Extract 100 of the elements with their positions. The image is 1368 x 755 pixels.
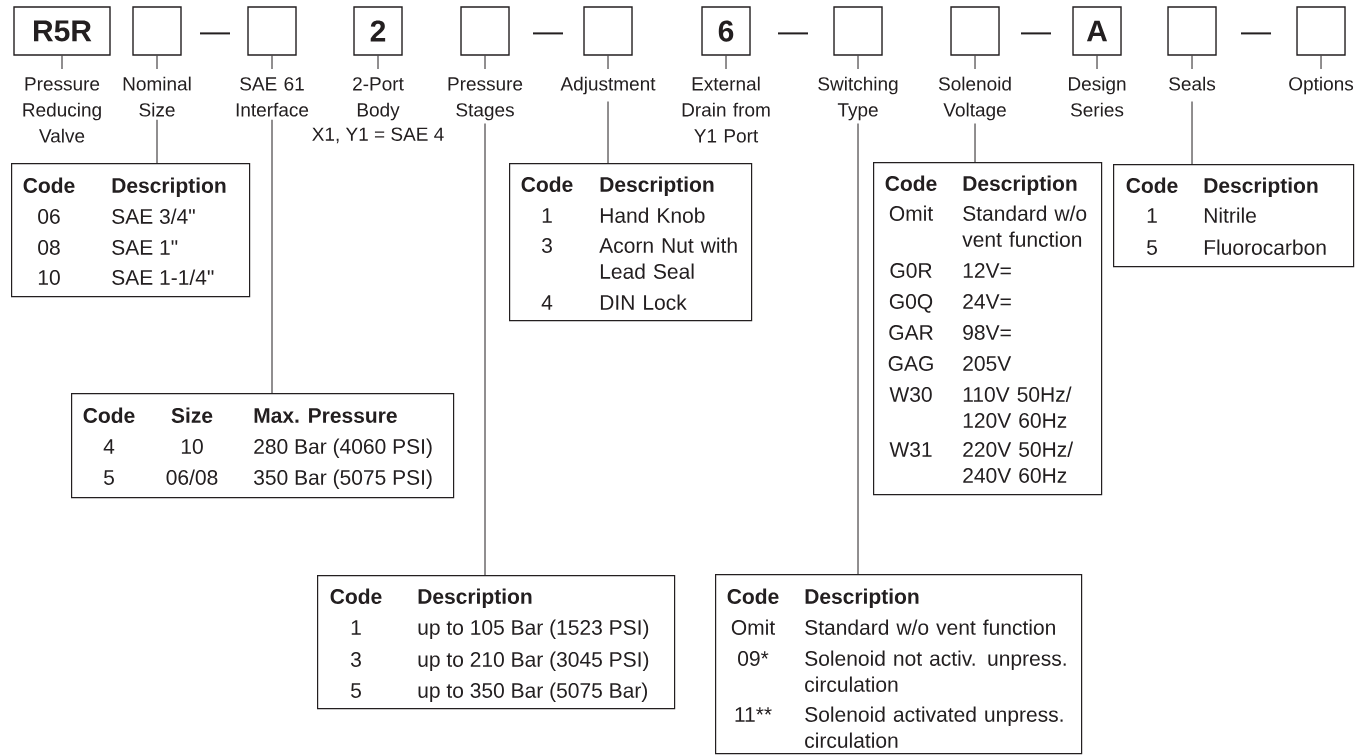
table-cell: 220V 50Hz/ 240V 60Hz	[963, 441, 1074, 483]
field-label: Solenoid Voltage	[938, 76, 1011, 121]
table-cell: 24V=	[963, 294, 1011, 309]
field-label: 2-Port Body	[353, 77, 404, 121]
code-table	[11, 163, 251, 298]
table-cell: 350 Bar (5075 PSI)	[254, 469, 432, 490]
table-cell: 10	[181, 439, 203, 454]
table-cell: SAE 1"	[112, 240, 178, 255]
table-cell: 12V=	[963, 263, 1011, 278]
table-cell: 4	[103, 439, 115, 454]
leader-line	[61, 55, 63, 70]
column-header: Code	[83, 407, 135, 423]
table-cell: Omit	[889, 205, 933, 221]
field-label: Pressure Stages	[448, 77, 523, 121]
code-box	[833, 6, 883, 56]
table-cell: 3	[541, 238, 552, 253]
column-header: Code	[885, 175, 937, 191]
table-cell: Solenoid not activ. unpress. circulation	[805, 650, 1066, 692]
column-header: Max. Pressure	[254, 408, 397, 423]
field-label: Seals	[1169, 76, 1216, 91]
leader-line	[607, 55, 609, 70]
code-box: A	[1072, 6, 1122, 56]
table-cell: GAR	[889, 325, 933, 340]
code-box	[583, 6, 633, 56]
table-cell: G0R	[890, 263, 932, 278]
table-cell: 11**	[735, 707, 772, 722]
table-cell: W30	[889, 387, 932, 402]
leader-line	[1096, 55, 1098, 70]
field-label: Switching Type	[818, 76, 898, 121]
leader-line	[156, 55, 158, 70]
separator-dash: —	[1021, 32, 1051, 35]
leader-line	[156, 119, 158, 164]
table-cell: 98V=	[963, 325, 1011, 340]
table-cell: W31	[889, 442, 932, 457]
field-label: SAE 61 Interface	[236, 77, 309, 117]
table-cell: 10	[38, 270, 60, 285]
table-cell: Standard w/o vent function	[962, 205, 1087, 247]
table-cell: SAE 1-1/4"	[112, 269, 214, 285]
field-label: Design Series	[1069, 76, 1126, 117]
table-cell: up to 350 Bar (5075 Bar)	[418, 682, 647, 703]
leader-line	[1191, 100, 1193, 165]
table-cell: 110V 50Hz/ 120V 60Hz	[963, 386, 1072, 428]
table-cell: 5	[104, 470, 114, 485]
table-cell: 4	[541, 295, 553, 310]
table-cell: Omit	[731, 619, 775, 635]
table-cell: Solenoid activated unpress. circulation	[805, 706, 1063, 748]
code-box	[247, 6, 297, 56]
separator-dash: —	[1241, 32, 1271, 35]
code-table	[1113, 164, 1355, 268]
leader-line	[271, 119, 273, 394]
leader-line	[974, 123, 976, 163]
table-cell: 280 Bar (4060 PSI)	[254, 438, 432, 459]
column-header: Code	[727, 588, 779, 604]
code-box: 2	[353, 6, 403, 56]
code-box	[1296, 6, 1346, 56]
table-cell: 06	[38, 209, 60, 224]
code-box	[950, 6, 1000, 56]
column-header: Description	[805, 588, 919, 609]
table-cell: 205V	[963, 356, 1012, 371]
code-table	[71, 393, 455, 499]
code-table	[715, 574, 1083, 755]
column-header: Code	[521, 176, 573, 192]
code-box	[1167, 6, 1217, 56]
table-cell: GAG	[888, 356, 933, 371]
table-cell: 3	[350, 652, 361, 667]
column-header: Description	[418, 588, 532, 609]
code-table	[873, 162, 1103, 496]
column-header: Code	[330, 588, 382, 604]
table-cell: up to 105 Bar (1523 PSI)	[418, 619, 649, 640]
table-cell: 06/08	[166, 469, 218, 485]
code-table	[317, 575, 676, 710]
table-cell: up to 210 Bar (3045 PSI)	[418, 651, 649, 672]
table-cell: Hand Knob	[600, 207, 705, 223]
column-header: Size	[171, 407, 213, 423]
field-label: Nominal Size	[123, 76, 191, 117]
table-cell: DIN Lock	[600, 294, 687, 310]
table-cell: 1	[1147, 208, 1157, 223]
code-table	[509, 163, 753, 322]
table-cell: 08	[38, 240, 60, 255]
table-cell: SAE 3/4"	[112, 208, 195, 224]
column-header: Description	[963, 175, 1077, 196]
code-box	[460, 6, 510, 56]
leader-line	[377, 55, 379, 70]
table-cell: Acorn Nut with Lead Seal	[599, 237, 737, 279]
leader-line	[857, 55, 859, 70]
leader-line	[607, 100, 609, 164]
table-cell: 5	[351, 683, 361, 698]
field-label: Options	[1289, 76, 1354, 95]
column-header: Description	[112, 177, 226, 198]
field-label: External Drain from Y1 Port	[682, 76, 770, 143]
field-label: Pressure Reducing Valve	[23, 77, 101, 143]
table-cell: 1	[542, 208, 552, 223]
table-cell: Fluorocarbon	[1204, 239, 1326, 255]
column-header: Description	[1204, 177, 1318, 198]
separator-dash: —	[778, 32, 808, 35]
code-box: R5R	[13, 6, 111, 56]
column-header: Code	[1126, 177, 1178, 193]
code-box: 6	[701, 6, 751, 56]
table-cell: Nitrile	[1204, 207, 1256, 223]
table-cell: 5	[1147, 240, 1157, 255]
